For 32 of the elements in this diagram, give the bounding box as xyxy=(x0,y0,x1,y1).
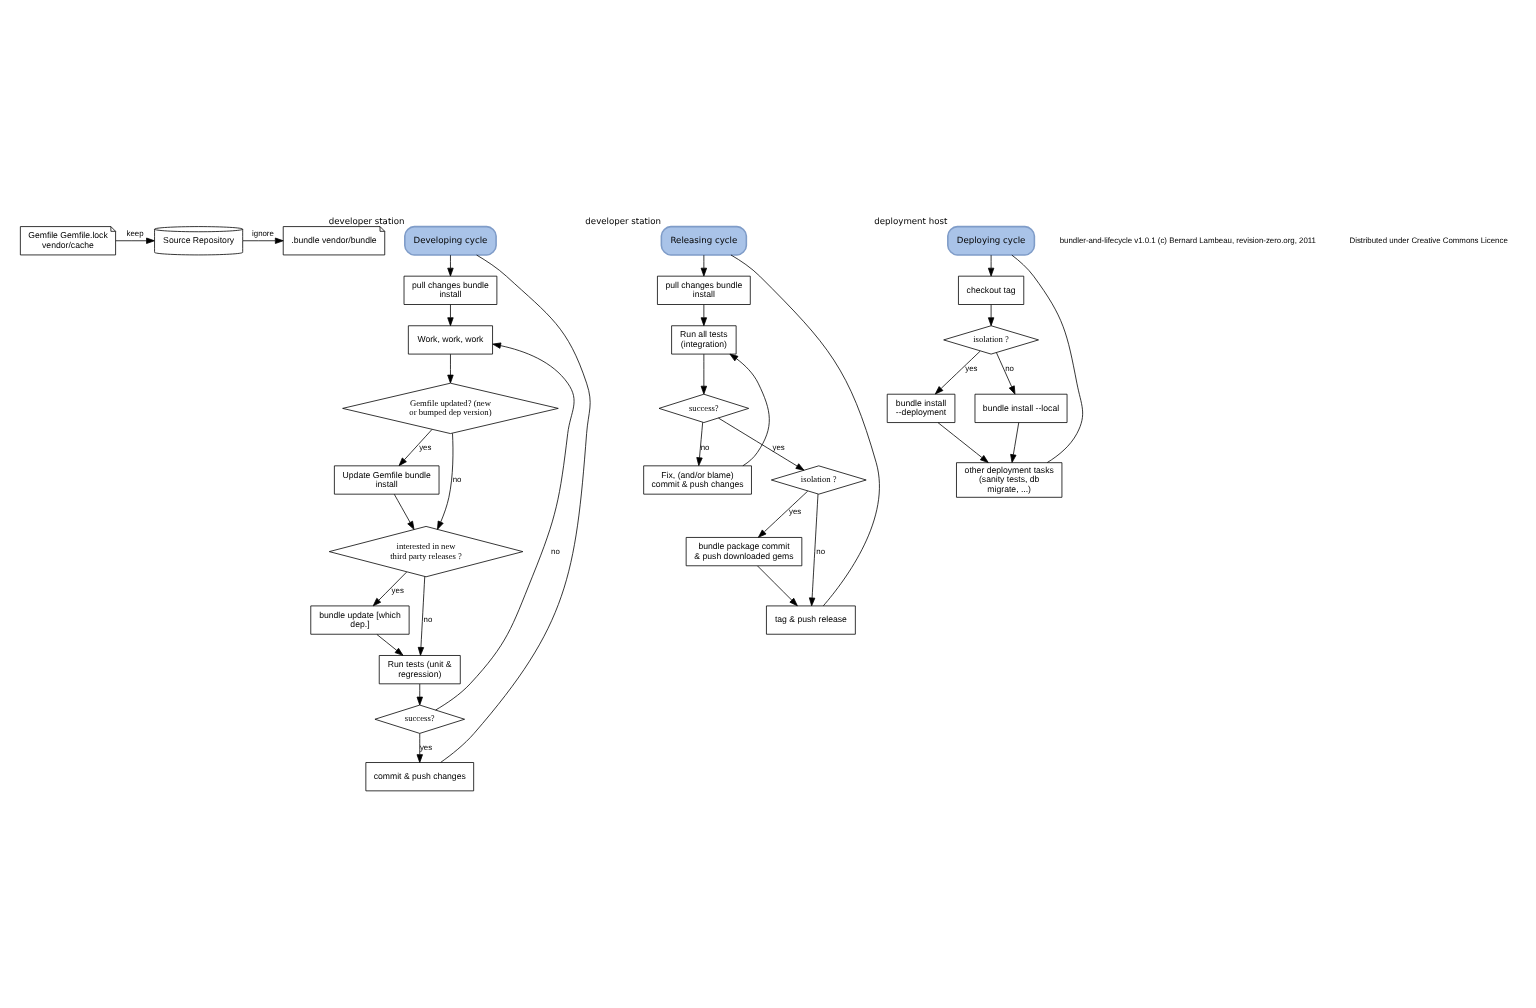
arrow xyxy=(987,304,995,327)
arrow xyxy=(242,237,284,244)
arrow xyxy=(447,254,454,277)
arrow xyxy=(934,350,981,395)
arrow xyxy=(987,254,995,277)
arrow xyxy=(398,429,433,467)
arrow xyxy=(393,493,415,530)
arrow xyxy=(996,352,1016,395)
arrow xyxy=(372,571,407,607)
arrow xyxy=(718,417,805,471)
arrow xyxy=(416,733,423,763)
connector xyxy=(730,254,880,607)
arrow xyxy=(700,254,707,277)
arrow xyxy=(808,493,819,607)
arrow xyxy=(700,353,707,395)
arrow xyxy=(115,237,155,244)
arrow xyxy=(1010,422,1020,463)
connector xyxy=(1011,254,1084,463)
connector xyxy=(440,254,591,763)
arrow xyxy=(435,342,575,711)
arrow xyxy=(437,433,454,530)
arrow xyxy=(729,353,770,467)
arrow xyxy=(937,422,989,463)
arrow xyxy=(757,565,798,607)
arrow xyxy=(696,421,704,466)
arrow xyxy=(447,353,454,384)
arrow xyxy=(758,490,809,538)
arrow xyxy=(447,304,454,327)
arrow xyxy=(416,683,423,706)
arrow xyxy=(417,576,426,656)
arrow xyxy=(700,304,707,327)
arrow xyxy=(376,634,404,656)
